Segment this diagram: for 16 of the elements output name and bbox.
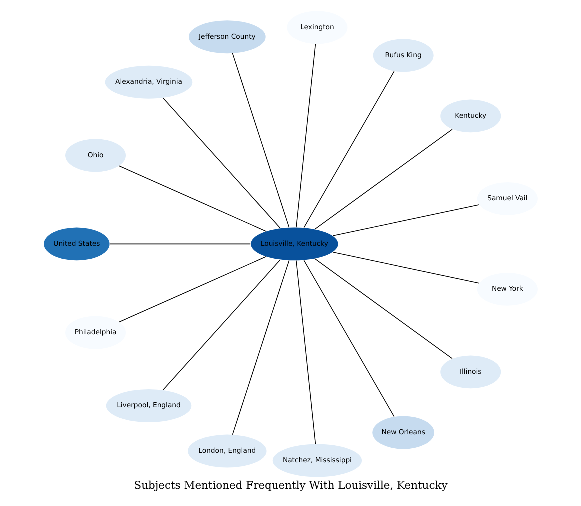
connector [162, 98, 280, 229]
connector [332, 252, 480, 284]
connector [332, 204, 480, 236]
connector [118, 166, 266, 232]
connector [296, 44, 316, 228]
connector [314, 129, 452, 230]
connector [162, 260, 280, 391]
connector [296, 260, 316, 444]
connector [303, 260, 394, 418]
connector [109, 244, 251, 245]
connector [232, 260, 290, 436]
connector [118, 256, 266, 323]
diagram-title: Subjects Mentioned Frequently With Louisville, Kentucky [134, 478, 448, 492]
connector [303, 71, 394, 228]
connector [232, 53, 290, 228]
connector [314, 258, 452, 360]
